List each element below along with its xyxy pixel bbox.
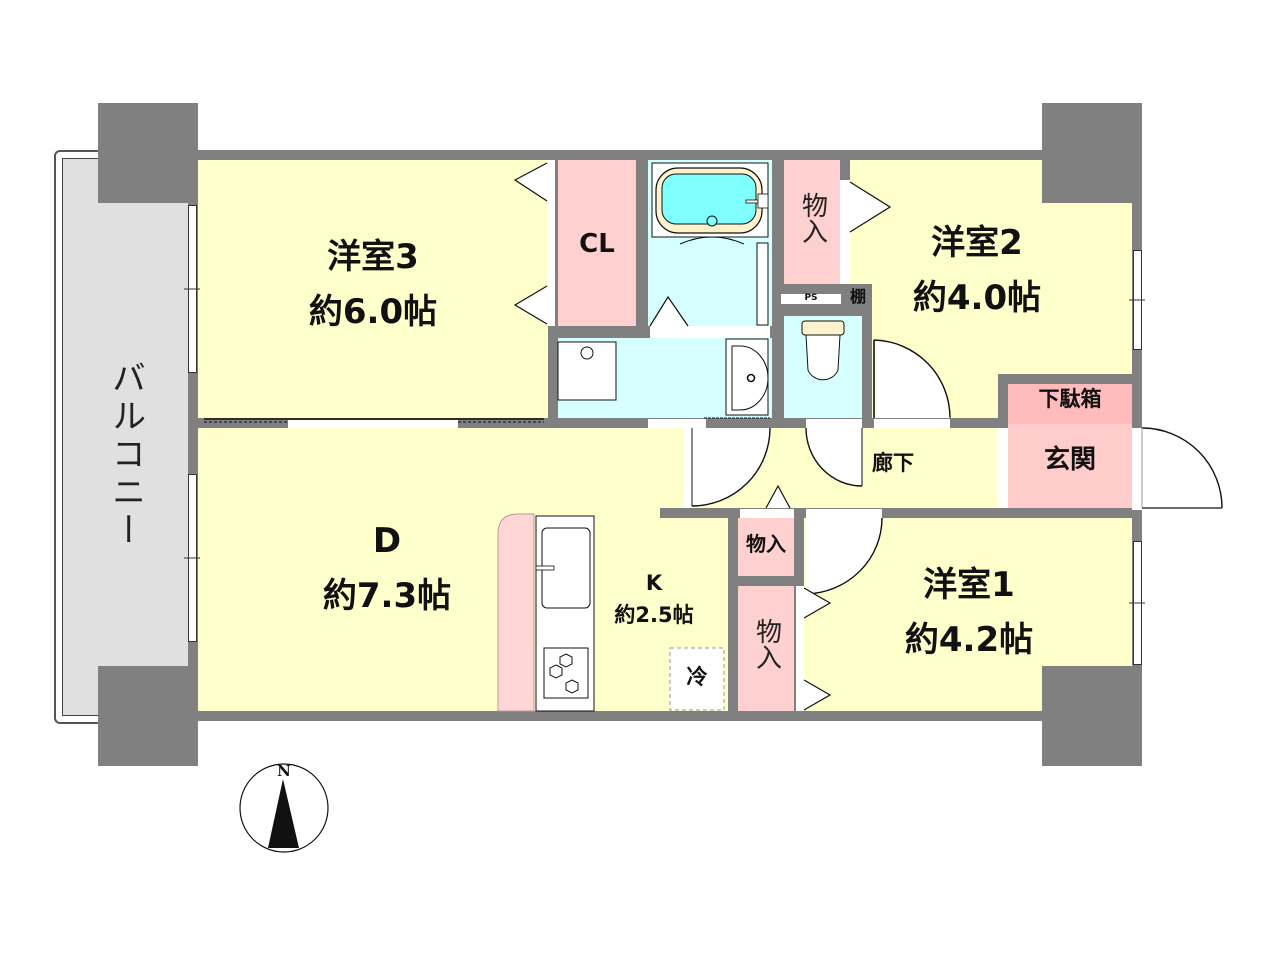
storage-kitchen-top-label: 物入 [746, 532, 786, 556]
room-western3 [198, 160, 548, 418]
door-opening [648, 419, 706, 428]
storage-kitchen-bottom [738, 586, 794, 711]
door-opening [684, 428, 692, 508]
room-size: 約6.0帖 [308, 291, 438, 332]
storage-western2 [784, 160, 840, 284]
closet [558, 160, 636, 326]
shelf-label: 棚 [849, 287, 866, 306]
room-size: 約4.0帖 [912, 277, 1042, 318]
wall [660, 508, 1142, 518]
door-opening [288, 420, 458, 428]
storage-kitchen-top [738, 518, 794, 576]
storage-kitchen-bottom-label: 物入 [751, 618, 782, 670]
door-opening [806, 419, 862, 428]
door-opening [650, 326, 770, 338]
wall [998, 374, 1142, 384]
room-size: 約2.5帖 [614, 603, 694, 628]
room-dining [198, 428, 728, 711]
door-opening [998, 428, 1008, 508]
room-size: 約4.2帖 [904, 619, 1034, 660]
wall [188, 150, 198, 721]
column [1042, 103, 1142, 203]
column [98, 666, 198, 766]
room-label-western2: 洋室2 約4.0帖 [877, 222, 1077, 319]
wall [728, 576, 804, 586]
entrance [1008, 424, 1132, 510]
room-name: 洋室2 [931, 223, 1023, 263]
closet-label: CL [579, 229, 615, 259]
room-label-western1: 洋室1 約4.2帖 [869, 564, 1069, 661]
balcony-label: バルコニー [105, 360, 146, 550]
pipe-space-label: PS [804, 293, 818, 303]
wall [188, 711, 1142, 721]
shoe-box [1008, 384, 1132, 425]
room-name: D [372, 521, 402, 561]
wall [636, 150, 648, 338]
room-label-hallway: 廊下 [872, 451, 914, 475]
fridge-label: 冷 [686, 665, 708, 689]
compass [239, 763, 329, 853]
room-name: 洋室1 [923, 565, 1015, 605]
shoe-box-label: 下駄箱 [1038, 387, 1102, 411]
room-label-entrance: 玄関 [1043, 445, 1096, 475]
compass-north-label: N [277, 762, 291, 780]
balcony [62, 158, 191, 716]
room-label-kitchen: K 約2.5帖 [592, 570, 716, 629]
wall [862, 284, 872, 428]
storage-western2-label: 物入 [797, 192, 828, 244]
door-opening [874, 419, 950, 428]
column [1042, 666, 1142, 766]
room-size: 約7.3帖 [322, 575, 452, 616]
room-label-western3: 洋室3 約6.0帖 [273, 236, 473, 333]
door-opening [1132, 428, 1142, 510]
room-name: 洋室3 [327, 237, 419, 277]
door-opening [806, 509, 882, 518]
room-name: K [645, 571, 663, 595]
wall [188, 150, 1142, 160]
wall [728, 508, 738, 721]
column [98, 103, 198, 203]
room-label-dining: D 約7.3帖 [287, 520, 487, 617]
door-opening [740, 509, 794, 518]
